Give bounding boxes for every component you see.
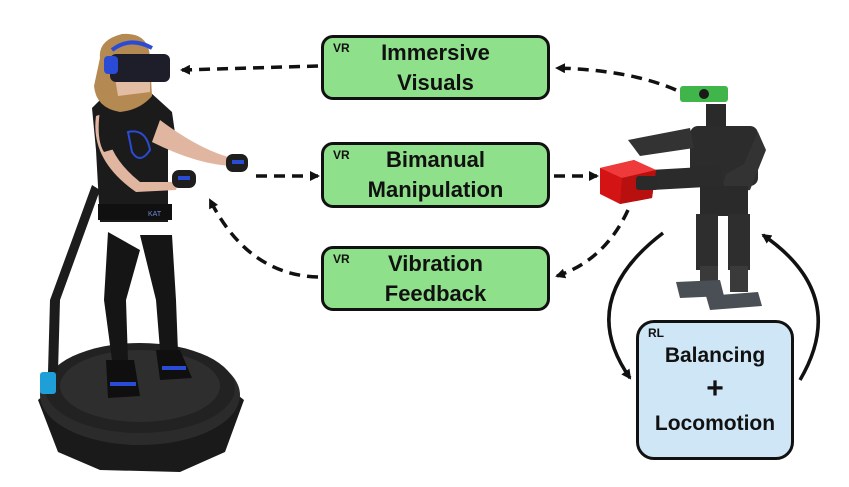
- vr-controller-right: [226, 154, 248, 172]
- red-cube-object: [600, 160, 658, 204]
- box-line-1: Vibration: [388, 250, 483, 276]
- vr-headset-icon: [104, 40, 170, 82]
- plus-sign: +: [706, 372, 724, 405]
- box-line-2: Feedback: [384, 280, 487, 306]
- box-line-1: Immersive: [381, 39, 490, 65]
- vr-tag: VR: [333, 41, 350, 55]
- operator-arms: [95, 110, 236, 192]
- vr-tag: VR: [333, 148, 350, 162]
- box-line-2: Visuals: [397, 69, 474, 95]
- box-line-2: Locomotion: [654, 412, 776, 435]
- box-line-2: Manipulation: [367, 177, 504, 202]
- treadmill-light: [40, 372, 56, 394]
- harness-belt: [98, 204, 172, 220]
- robot-legs: [676, 214, 762, 310]
- operator-legs: [104, 232, 192, 398]
- arrow-robot-to-rl: [607, 231, 665, 380]
- vr-controller-left: [172, 170, 196, 188]
- vibration-feedback-box: VR Vibration Feedback: [321, 246, 550, 311]
- immersive-visuals-box: VR Immersive Visuals: [321, 35, 550, 100]
- bimanual-manipulation-box: VR Bimanual Manipulation: [321, 142, 550, 208]
- svg-text:KAT: KAT: [148, 211, 162, 218]
- box-line-1: Bimanual: [385, 147, 486, 172]
- box-line-1: Balancing: [664, 344, 766, 367]
- arrow-visuals-to-headset: [180, 64, 319, 75]
- support-arm: [48, 185, 100, 372]
- balancing-locomotion-box: RL Balancing + Locomotion: [636, 320, 794, 460]
- vr-tag: VR: [333, 252, 350, 266]
- arrow-camera-to-visuals: [555, 63, 677, 92]
- arrow-rl-to-robot: [761, 233, 820, 381]
- robot-body: [628, 126, 766, 216]
- rl-tag: RL: [648, 326, 664, 340]
- robot-camera-icon: [680, 86, 728, 128]
